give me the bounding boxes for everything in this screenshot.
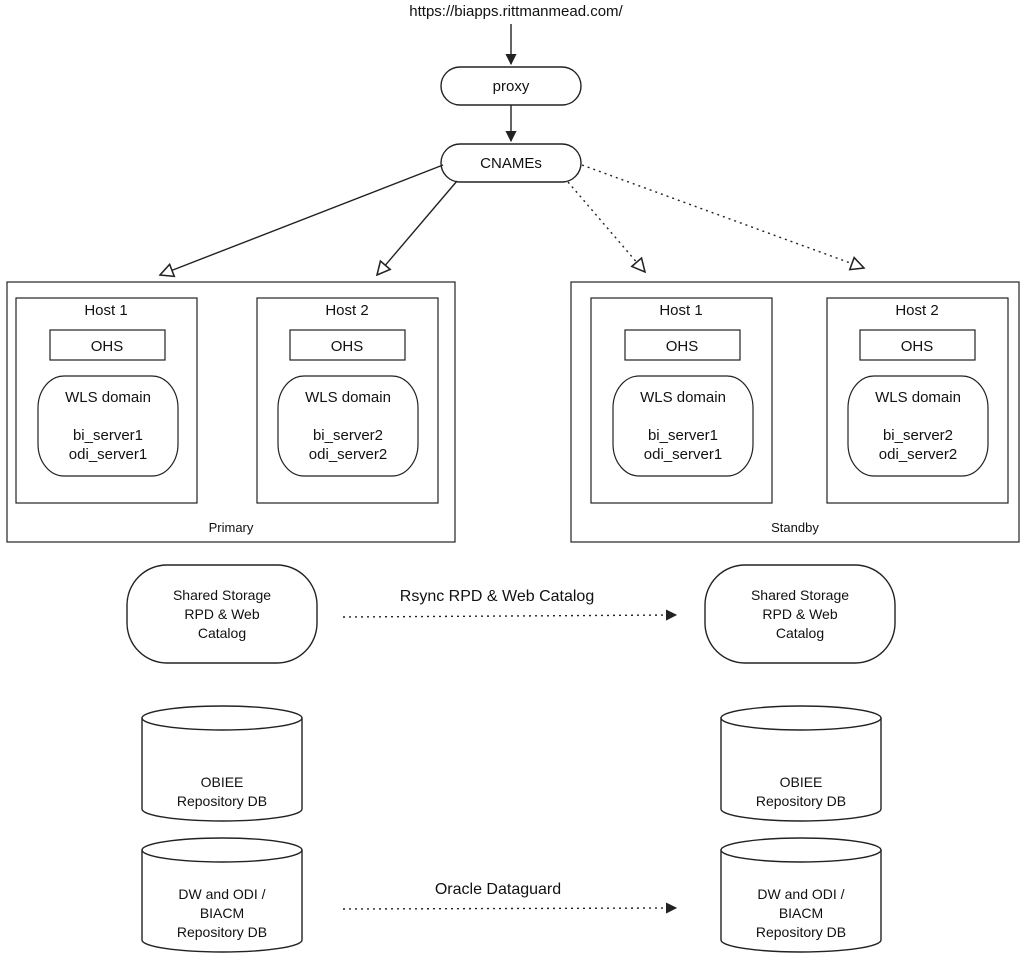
standby-obiee-line2: Repository DB bbox=[756, 793, 846, 809]
dataguard-label: Oracle Dataguard bbox=[435, 881, 561, 898]
proxy-node: proxy bbox=[440, 66, 582, 106]
primary-host2: Host 2 OHS WLS domain bi_server2 odi_ser… bbox=[256, 297, 439, 504]
primary-obiee-line1: OBIEE bbox=[201, 774, 244, 790]
standby-host2: Host 2 OHS WLS domain bi_server2 odi_ser… bbox=[826, 297, 1009, 504]
standby-storage-line2: RPD & Web bbox=[762, 606, 837, 622]
primary-host2-wls: WLS domain bbox=[305, 389, 391, 406]
primary-host1-ohs: OHS bbox=[91, 338, 124, 355]
primary-host2-title: Host 2 bbox=[325, 302, 368, 319]
standby-dw-line2: BIACM bbox=[779, 905, 823, 921]
standby-host2-ohs: OHS bbox=[901, 338, 934, 355]
primary-host1-wls: WLS domain bbox=[65, 389, 151, 406]
primary-dw-line3: Repository DB bbox=[177, 924, 267, 940]
standby-host1-odi: odi_server1 bbox=[644, 446, 722, 463]
standby-dw-db: DW and ODI / BIACM Repository DB bbox=[720, 837, 882, 953]
edge-cnames-to-primary-host2 bbox=[377, 180, 458, 275]
rsync-label: Rsync RPD & Web Catalog bbox=[400, 588, 594, 605]
primary-host1-odi: odi_server1 bbox=[69, 446, 147, 463]
standby-host2-odi: odi_server2 bbox=[879, 446, 957, 463]
edge-cnames-to-standby-host2 bbox=[581, 164, 864, 268]
primary-obiee-line2: Repository DB bbox=[177, 793, 267, 809]
standby-host1-ohs: OHS bbox=[666, 338, 699, 355]
standby-dw-line1: DW and ODI / bbox=[757, 886, 844, 902]
standby-host1-bi: bi_server1 bbox=[648, 427, 718, 444]
primary-site: Primary Host 1 OHS WLS domain bi_server1… bbox=[6, 281, 456, 543]
primary-dw-line1: DW and ODI / bbox=[178, 886, 265, 902]
primary-dw-db: DW and ODI / BIACM Repository DB bbox=[141, 837, 303, 953]
dataguard-arrow bbox=[342, 902, 678, 914]
primary-obiee-db: OBIEE Repository DB bbox=[141, 705, 303, 822]
primary-host1: Host 1 OHS WLS domain bi_server1 odi_ser… bbox=[15, 297, 198, 504]
primary-host2-ohs: OHS bbox=[331, 338, 364, 355]
standby-obiee-db: OBIEE Repository DB bbox=[720, 705, 882, 822]
standby-storage-line1: Shared Storage bbox=[751, 587, 849, 603]
primary-host2-bi: bi_server2 bbox=[313, 427, 383, 444]
standby-host2-wls: WLS domain bbox=[875, 389, 961, 406]
primary-storage-line1: Shared Storage bbox=[173, 587, 271, 603]
edge-cnames-to-primary-host1 bbox=[160, 164, 444, 275]
standby-host1-title: Host 1 bbox=[659, 302, 702, 319]
primary-dw-line2: BIACM bbox=[200, 905, 244, 921]
standby-obiee-line1: OBIEE bbox=[780, 774, 823, 790]
primary-storage-line3: Catalog bbox=[198, 625, 246, 641]
proxy-label: proxy bbox=[493, 78, 530, 95]
primary-host1-bi: bi_server1 bbox=[73, 427, 143, 444]
primary-host1-title: Host 1 bbox=[84, 302, 127, 319]
standby-site: Standby Host 1 OHS WLS domain bi_server1… bbox=[570, 281, 1020, 543]
standby-storage-line3: Catalog bbox=[776, 625, 824, 641]
rsync-arrow bbox=[342, 609, 678, 621]
standby-site-label: Standby bbox=[771, 520, 819, 535]
standby-host2-bi: bi_server2 bbox=[883, 427, 953, 444]
standby-host1: Host 1 OHS WLS domain bi_server1 odi_ser… bbox=[590, 297, 773, 504]
cnames-label: CNAMEs bbox=[480, 155, 542, 172]
primary-shared-storage: Shared Storage RPD & Web Catalog bbox=[126, 564, 318, 664]
standby-host2-title: Host 2 bbox=[895, 302, 938, 319]
primary-storage-line2: RPD & Web bbox=[184, 606, 259, 622]
standby-host1-wls: WLS domain bbox=[640, 389, 726, 406]
standby-dw-line3: Repository DB bbox=[756, 924, 846, 940]
standby-shared-storage: Shared Storage RPD & Web Catalog bbox=[704, 564, 896, 664]
cnames-node: CNAMEs bbox=[440, 143, 582, 183]
primary-host2-odi: odi_server2 bbox=[309, 446, 387, 463]
edge-cnames-to-standby-host1 bbox=[567, 181, 645, 272]
url-label: https://biapps.rittmanmead.com/ bbox=[409, 3, 623, 20]
primary-site-label: Primary bbox=[209, 520, 254, 535]
